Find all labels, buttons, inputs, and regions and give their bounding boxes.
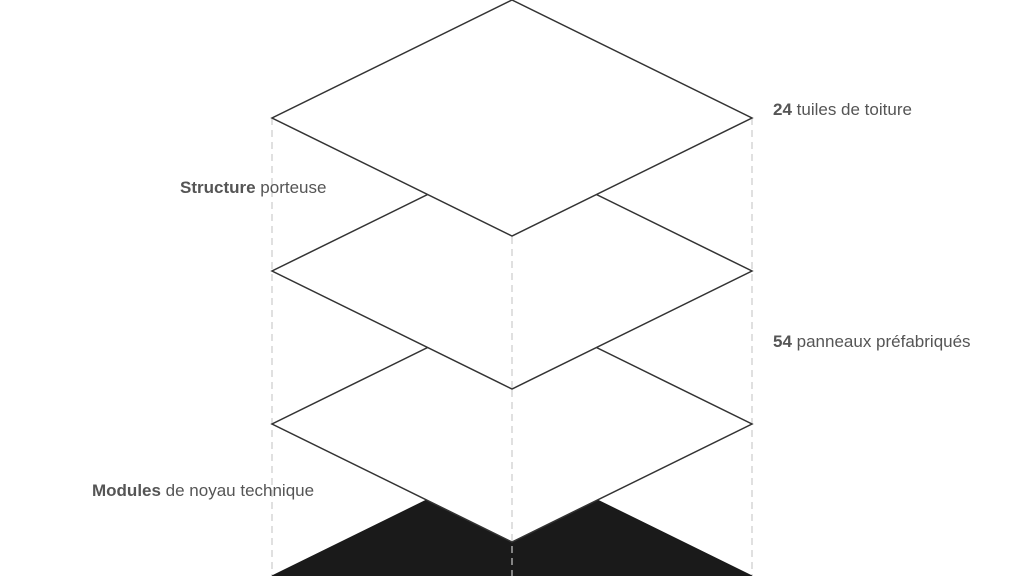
roof-tiles-count: 24 <box>773 100 792 119</box>
core-modules-label: Modules de noyau technique <box>92 481 314 501</box>
panels-label: 54 panneaux préfabriqués <box>773 332 971 352</box>
panels-label-text: panneaux préfabriqués <box>791 332 971 351</box>
core-modules-text: de noyau technique <box>160 481 315 500</box>
structure-label: Structure porteuse <box>180 178 326 198</box>
roof-tiles-text: tuiles de toiture <box>791 100 912 119</box>
core-modules-strong: Modules <box>92 481 161 500</box>
structure-layer-shape <box>270 152 754 390</box>
roof-layer-shape <box>270 0 754 237</box>
roof-tiles-label: 24 tuiles de toiture <box>773 100 912 120</box>
panels-count: 54 <box>773 332 792 351</box>
panels-layer-shape <box>270 305 754 543</box>
structure-label-text: porteuse <box>255 178 327 197</box>
structure-label-strong: Structure <box>180 178 256 197</box>
